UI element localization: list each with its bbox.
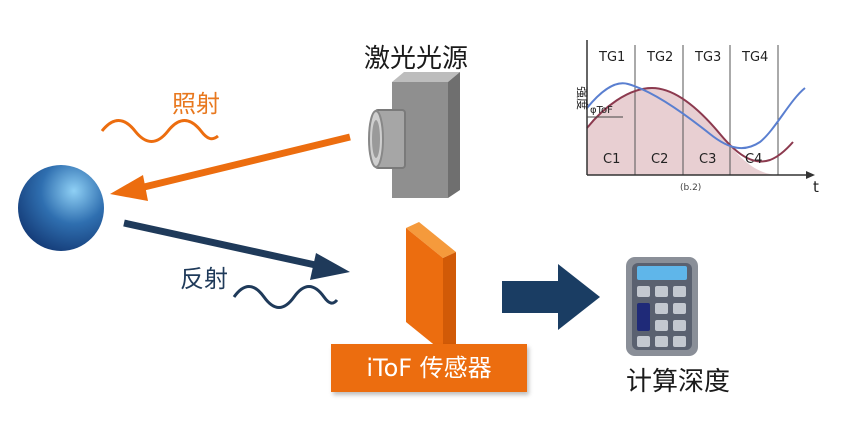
charge-label: C4 — [745, 152, 762, 167]
itof-sensor-label: iToF 传感器 — [331, 344, 527, 392]
laser-source-device — [368, 72, 460, 198]
compute-depth-label: 计算深度 — [626, 367, 731, 397]
gate-label: TG4 — [741, 50, 768, 65]
plot-caption: (b.2) — [680, 183, 701, 193]
illumination-wave — [100, 119, 219, 143]
gate-label: TG1 — [598, 50, 625, 65]
reflection-label: 反射 — [180, 265, 228, 293]
gate-label: TG3 — [694, 50, 721, 65]
phase-label: φToF — [590, 105, 613, 116]
compute-arrow — [502, 264, 600, 330]
illumination-arrow — [110, 133, 351, 201]
illumination-label: 照射 — [172, 90, 220, 118]
emitted-signal — [586, 86, 794, 163]
y-axis-label: 强度 — [575, 86, 590, 110]
sensor-slab — [406, 222, 456, 352]
laser-source-label: 激光光源 — [364, 44, 469, 74]
x-axis-label: t — [813, 178, 819, 196]
reflected-signal — [586, 82, 806, 150]
charge-label: C1 — [603, 152, 620, 167]
target-sphere — [18, 165, 104, 251]
charge-label: C3 — [699, 152, 716, 167]
gate-label: TG2 — [646, 50, 673, 65]
reflection-arrow — [123, 219, 350, 280]
charge-label: C2 — [651, 152, 668, 167]
reflection-wave — [232, 285, 339, 309]
timing-plot: φToF TG1 TG2 TG3 TG4 C1 C2 C3 C4 强度 t (b… — [575, 40, 819, 196]
calculator-icon — [626, 257, 698, 356]
